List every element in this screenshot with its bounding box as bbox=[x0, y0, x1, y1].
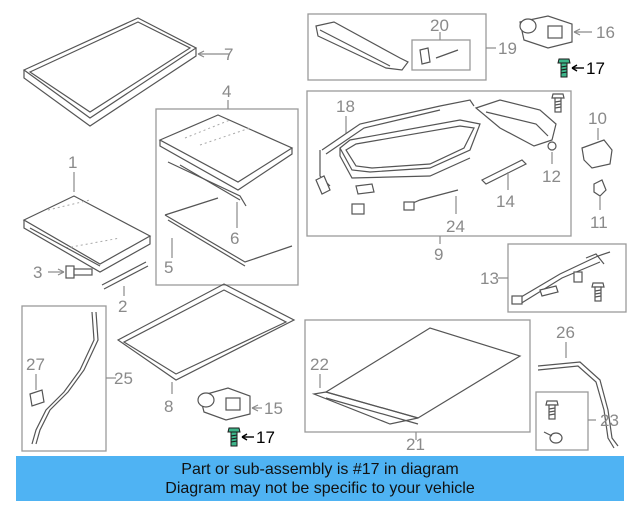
callout-9: 9 bbox=[434, 245, 443, 264]
part-10-bracket: 10 bbox=[581, 109, 613, 169]
callout-25: 25 bbox=[114, 369, 133, 388]
callout-7: 7 bbox=[224, 45, 233, 64]
callout-17-bottom: 17 bbox=[256, 428, 275, 447]
callout-26: 26 bbox=[556, 323, 575, 342]
box-4-glass-assembly: 4 6 5 bbox=[155, 82, 299, 286]
callout-14: 14 bbox=[496, 192, 515, 211]
callout-15: 15 bbox=[264, 399, 283, 418]
part-7-glass-panel: 7 bbox=[22, 17, 233, 127]
callout-17-top: 17 bbox=[586, 59, 605, 78]
part-1-glass: 1 bbox=[22, 153, 152, 273]
callout-4: 4 bbox=[222, 82, 231, 101]
callout-16: 16 bbox=[596, 23, 615, 42]
part-26-hose: 26 bbox=[537, 323, 619, 449]
box-23-fasteners: 23 bbox=[535, 391, 619, 451]
box-13-cable-assembly: 13 bbox=[480, 243, 627, 313]
banner-line-2: Diagram may not be specific to your vehi… bbox=[165, 480, 475, 497]
box-9-frame-assembly: 9 18 12 24 14 bbox=[306, 90, 572, 264]
part-16-motor: 16 bbox=[519, 15, 615, 49]
callout-8: 8 bbox=[164, 397, 173, 416]
banner-line-1: Part or sub-assembly is #17 in diagram bbox=[181, 461, 459, 478]
callout-20: 20 bbox=[430, 16, 449, 35]
callout-10: 10 bbox=[588, 109, 607, 128]
part-11-clip: 11 bbox=[590, 179, 608, 232]
callout-1: 1 bbox=[68, 153, 77, 172]
part-17-bolt-bottom: 17 bbox=[227, 427, 275, 447]
callout-5: 5 bbox=[164, 258, 173, 277]
box-25-drain-hose: 25 27 bbox=[21, 305, 133, 452]
part-3-bolt: 3 bbox=[33, 263, 93, 282]
part-15-motor: 15 bbox=[197, 387, 283, 421]
callout-11: 11 bbox=[590, 213, 608, 232]
callout-13: 13 bbox=[480, 269, 499, 288]
box-19-deflector: 20 19 bbox=[307, 13, 517, 81]
callout-24: 24 bbox=[446, 217, 465, 236]
callout-3: 3 bbox=[33, 263, 42, 282]
callout-22: 22 bbox=[310, 355, 329, 374]
callout-18: 18 bbox=[336, 97, 355, 116]
callout-2: 2 bbox=[118, 297, 127, 316]
info-banner: Part or sub-assembly is #17 in diagram D… bbox=[16, 456, 624, 501]
callout-19: 19 bbox=[498, 39, 517, 58]
callout-6: 6 bbox=[230, 229, 239, 248]
box-21-sunshade: 21 22 bbox=[304, 319, 531, 454]
callout-21: 21 bbox=[406, 435, 425, 454]
part-17-bolt-top: 17 bbox=[557, 58, 605, 78]
callout-12: 12 bbox=[542, 167, 561, 186]
part-2-strip: 2 bbox=[101, 261, 149, 316]
callout-23: 23 bbox=[600, 411, 619, 430]
callout-27: 27 bbox=[26, 355, 45, 374]
part-8-seal: 8 bbox=[116, 283, 296, 416]
